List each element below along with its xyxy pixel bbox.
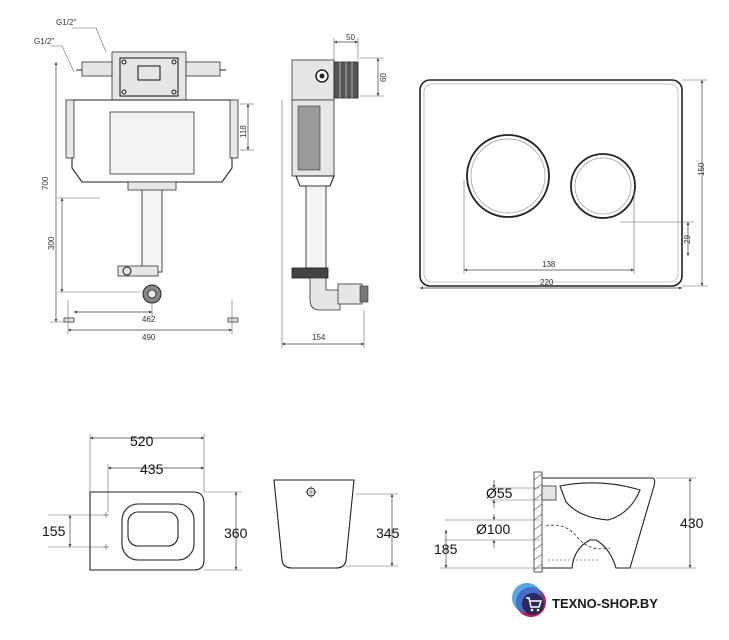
dim-118: 118 — [239, 125, 248, 138]
dim-220: 220 — [540, 278, 554, 287]
dim-360: 360 — [224, 525, 248, 541]
dim-490: 490 — [142, 333, 156, 342]
shopping-cart-icon — [526, 597, 543, 612]
drain-pipe — [141, 181, 163, 273]
dim-d55: Ø55 — [486, 485, 513, 501]
toilet-front-view — [273, 479, 398, 569]
dim-29: 29 — [683, 235, 692, 244]
full-flush-button — [466, 134, 550, 218]
dim-150: 150 — [697, 162, 706, 176]
label-g2: G1/2" — [34, 37, 54, 46]
dim-700: 700 — [41, 176, 50, 190]
dim-185: 185 — [434, 541, 458, 557]
dim-60: 60 — [379, 73, 388, 82]
frame-front-view — [50, 27, 239, 334]
frame-top-bracket — [111, 51, 187, 101]
half-flush-button — [570, 153, 636, 219]
dim-345: 345 — [376, 525, 400, 541]
toilet-top-view — [48, 434, 242, 571]
toilet-side-view — [440, 471, 696, 573]
brand-name: TEXNO-SHOP.BY — [552, 596, 658, 611]
dim-430: 430 — [680, 515, 704, 531]
frame-side-view — [240, 38, 384, 348]
dim-138: 138 — [542, 260, 556, 269]
dim-435: 435 — [140, 461, 164, 477]
dim-d100: Ø100 — [476, 521, 510, 537]
brand-logo — [512, 583, 546, 617]
dim-155: 155 — [42, 523, 66, 539]
dim-50: 50 — [346, 33, 355, 42]
dim-520: 520 — [130, 433, 154, 449]
flush-plate — [419, 79, 708, 290]
label-g1: G1/2" — [56, 18, 76, 27]
dim-154: 154 — [312, 333, 326, 342]
dim-300: 300 — [47, 236, 56, 250]
dim-462: 462 — [142, 315, 156, 324]
